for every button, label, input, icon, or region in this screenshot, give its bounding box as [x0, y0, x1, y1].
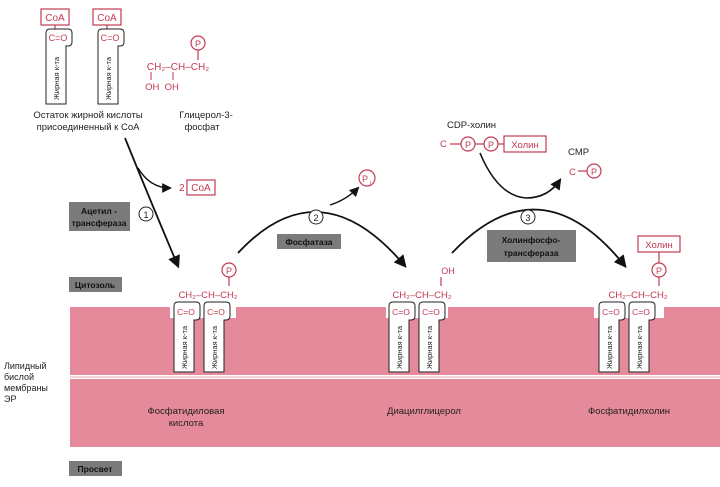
glycerol-3-phosphate: P CH₂–CH–CH₂ OH OH Глицерол-3- фосфат — [145, 35, 233, 133]
cmp-phosphate: P — [591, 167, 597, 177]
step-3-cdp-arrow — [479, 152, 562, 199]
g3p-hydroxyls: OH OH — [145, 82, 179, 93]
pc-fatty-acid-1: Жирная к-та — [605, 325, 614, 369]
step-2-pi-release-arrow — [329, 186, 360, 206]
phosphatase-label: Фосфатаза — [285, 237, 332, 247]
step-2-number: 2 — [313, 213, 318, 223]
cdp-phosphate-2: P — [488, 140, 494, 150]
upper-leaflet-seg-3 — [448, 307, 594, 375]
cytosol-label: Цитозоль — [75, 280, 115, 290]
pc-phosphate: P — [656, 266, 662, 276]
cmp-caption: CMP — [568, 147, 589, 158]
cdp-c: C — [440, 139, 447, 150]
step-3-main-arrow — [451, 208, 627, 268]
bilayer-label-4: ЭР — [4, 394, 16, 404]
acyl-coa-2: CoA C=O Жирная к-та — [92, 8, 125, 105]
upper-leaflet-seg-1 — [70, 307, 170, 375]
step-3-number: 3 — [525, 213, 530, 223]
bilayer-label-1: Липидный — [4, 361, 47, 371]
coa-label-1: CoA — [45, 13, 65, 24]
bilayer-label-2: бислой — [4, 372, 34, 382]
upper-leaflet-seg-4 — [664, 307, 720, 375]
step-1-coa-release-arrow — [137, 167, 172, 193]
coa-label-2: CoA — [97, 13, 117, 24]
cdp-phosphate-1: P — [465, 140, 471, 150]
compartment-labels: Цитозоль Просвет Липидный бислой мембран… — [4, 277, 122, 476]
pc-c-eq-o-1: C=O — [602, 307, 620, 317]
pc-c-eq-o-2: C=O — [632, 307, 650, 317]
pa-phosphate: P — [226, 266, 232, 276]
acyltransferase-label-1: Ацетил - — [81, 206, 117, 216]
dag-fatty-acid-1: Жирная к-та — [395, 325, 404, 369]
pa-glycerol: CH₂–CH–CH₂ — [178, 290, 237, 301]
c-eq-o-1: C=O — [49, 33, 68, 43]
inorganic-phosphate: P — [362, 174, 368, 184]
released-coa-count: 2 — [179, 183, 185, 194]
inorganic-phosphate-subscript: i — [370, 181, 371, 187]
lumen-label: Просвет — [77, 464, 112, 474]
step-1-main-arrow — [124, 137, 180, 269]
step-1-number: 1 — [143, 210, 148, 220]
phosphatidylcholine: Холин P CH₂–CH–CH₂ C=O Жирная к-та C=O Ж… — [588, 235, 681, 417]
pa-fatty-acid-2: Жирная к-та — [210, 325, 219, 369]
g3p-caption-line-2: фосфат — [184, 122, 220, 133]
pa-fatty-acid-1: Жирная к-та — [180, 325, 189, 369]
acyl-caption-line-1: Остаток жирной кислоты — [33, 110, 142, 121]
upper-leaflet-seg-2 — [236, 307, 386, 375]
cpt-label-2: трансфераза — [504, 248, 559, 258]
pc-fatty-acid-2: Жирная к-та — [635, 325, 644, 369]
released-coa: CoA — [191, 183, 211, 194]
c-eq-o-2: C=O — [101, 33, 120, 43]
lower-leaflet — [70, 379, 720, 447]
pa-name-1: Фосфатидиловая — [148, 406, 225, 417]
pa-c-eq-o-2: C=O — [207, 307, 225, 317]
phosphatidic-acid: P CH₂–CH–CH₂ C=O Жирная к-та C=O Жирная … — [148, 262, 238, 429]
step-2-phosphatase: P i 2 Фосфатаза — [237, 169, 407, 268]
pc-glycerol: CH₂–CH–CH₂ — [608, 290, 667, 301]
fatty-acid-label-2: Жирная к-та — [104, 56, 113, 100]
acyl-caption-line-2: присоединенный к CoA — [37, 122, 141, 133]
fatty-acid-label-1: Жирная к-та — [52, 56, 61, 100]
cpt-label-1: Холинфосфо- — [502, 235, 561, 245]
cdp-choline-group: Холин — [511, 140, 538, 151]
cmp-c: C — [569, 167, 576, 178]
g3p-caption-line-1: Глицерол-3- — [179, 110, 233, 121]
g3p-phosphate: P — [195, 39, 201, 49]
step-1-acyltransferase: 2 CoA 1 Ацетил - трансфераза — [69, 137, 216, 269]
acyl-coa-group: CoA C=O Жирная к-та CoA C=O Жирная к-та … — [33, 8, 143, 133]
dag-fatty-acid-2: Жирная к-та — [425, 325, 434, 369]
dag-c-eq-o-2: C=O — [422, 307, 440, 317]
dag-glycerol: CH₂–CH–CH₂ — [392, 290, 451, 301]
acyltransferase-label-2: трансфераза — [72, 218, 127, 228]
pc-choline: Холин — [645, 240, 672, 251]
pc-name: Фосфатидилхолин — [588, 406, 670, 417]
acyl-coa-1: CoA C=O Жирная к-та — [40, 8, 73, 105]
dag-name: Диацилглицерол — [387, 406, 461, 417]
pa-name-2: кислота — [169, 418, 204, 429]
dag-oh: OH — [441, 266, 455, 276]
dag-c-eq-o-1: C=O — [392, 307, 410, 317]
pa-c-eq-o-1: C=O — [177, 307, 195, 317]
diacylglycerol: OH CH₂–CH–CH₂ C=O Жирная к-та C=O Жирная… — [387, 266, 461, 417]
cdp-choline-caption: CDP-холин — [447, 120, 496, 131]
step-3-cholinephosphotransferase: CDP-холин C P P Холин CMP C P 3 Холинфос… — [440, 120, 627, 268]
bilayer-label-3: мембраны — [4, 383, 48, 393]
g3p-chain: CH₂–CH–CH₂ — [147, 62, 209, 73]
